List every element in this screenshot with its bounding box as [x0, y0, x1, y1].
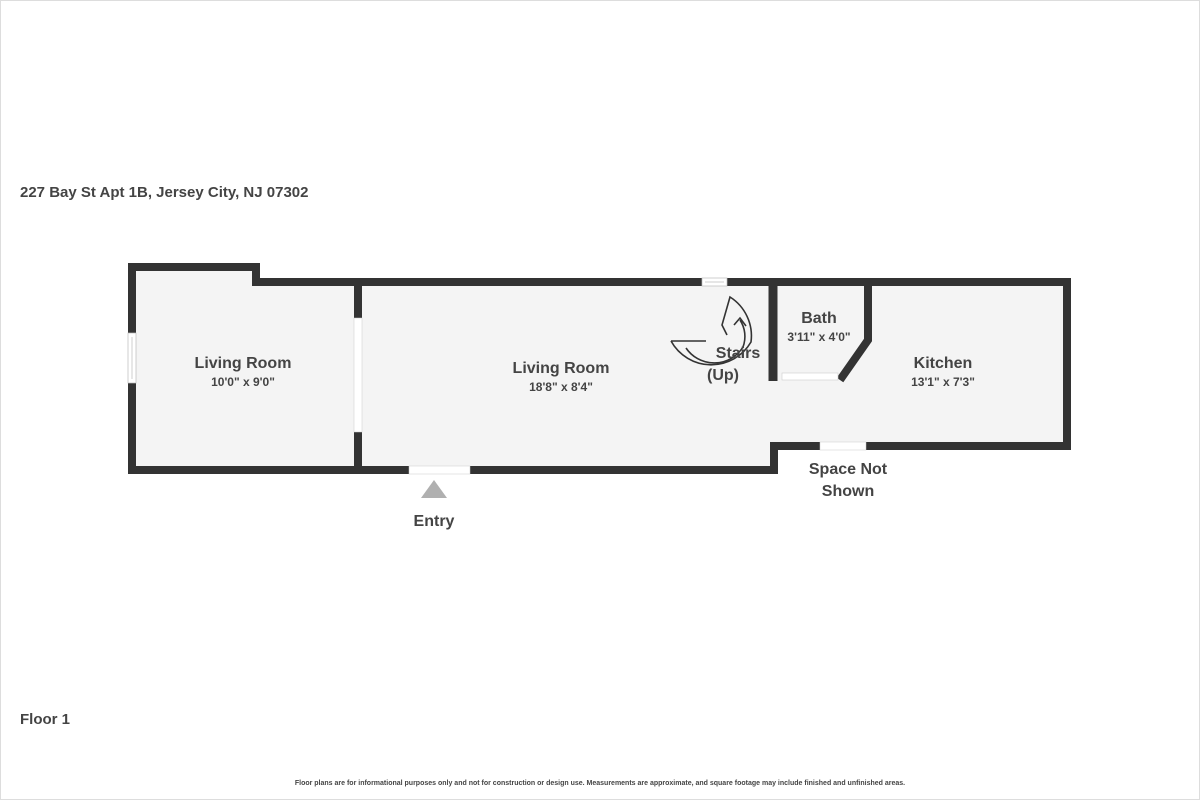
room-dimensions: 10'0" x 9'0": [211, 375, 275, 389]
room-dimensions: 3'11" x 4'0": [787, 330, 850, 344]
entry-opening: [408, 465, 471, 475]
room-name: Living Room: [513, 360, 610, 377]
room-dimensions: 18'8" x 8'4": [529, 380, 593, 394]
disclaimer: Floor plans are for informational purpos…: [294, 780, 906, 787]
bath-door-opening: [781, 372, 839, 381]
entry-arrow-icon: [421, 480, 447, 498]
stairs-label: Stairs: [716, 345, 761, 362]
entry-label: Entry: [414, 513, 455, 530]
floor-outline: [128, 263, 1071, 474]
kitchen-opening: [819, 441, 867, 451]
room-name: Kitchen: [914, 355, 973, 372]
stairs-direction: (Up): [707, 367, 739, 384]
room-dimensions: 13'1" x 7'3": [911, 375, 975, 389]
property-address: 227 Bay St Apt 1B, Jersey City, NJ 07302: [20, 184, 309, 201]
space-not-shown-label-2: Shown: [822, 483, 874, 500]
bath-wall-right: [836, 282, 872, 383]
room-name: Living Room: [195, 355, 292, 372]
space-not-shown-label: Space Not: [809, 461, 888, 478]
stairs-icon: [670, 295, 753, 366]
divider-opening: [353, 317, 363, 433]
floor-label: Floor 1: [20, 711, 71, 728]
room-name: Bath: [801, 310, 837, 327]
